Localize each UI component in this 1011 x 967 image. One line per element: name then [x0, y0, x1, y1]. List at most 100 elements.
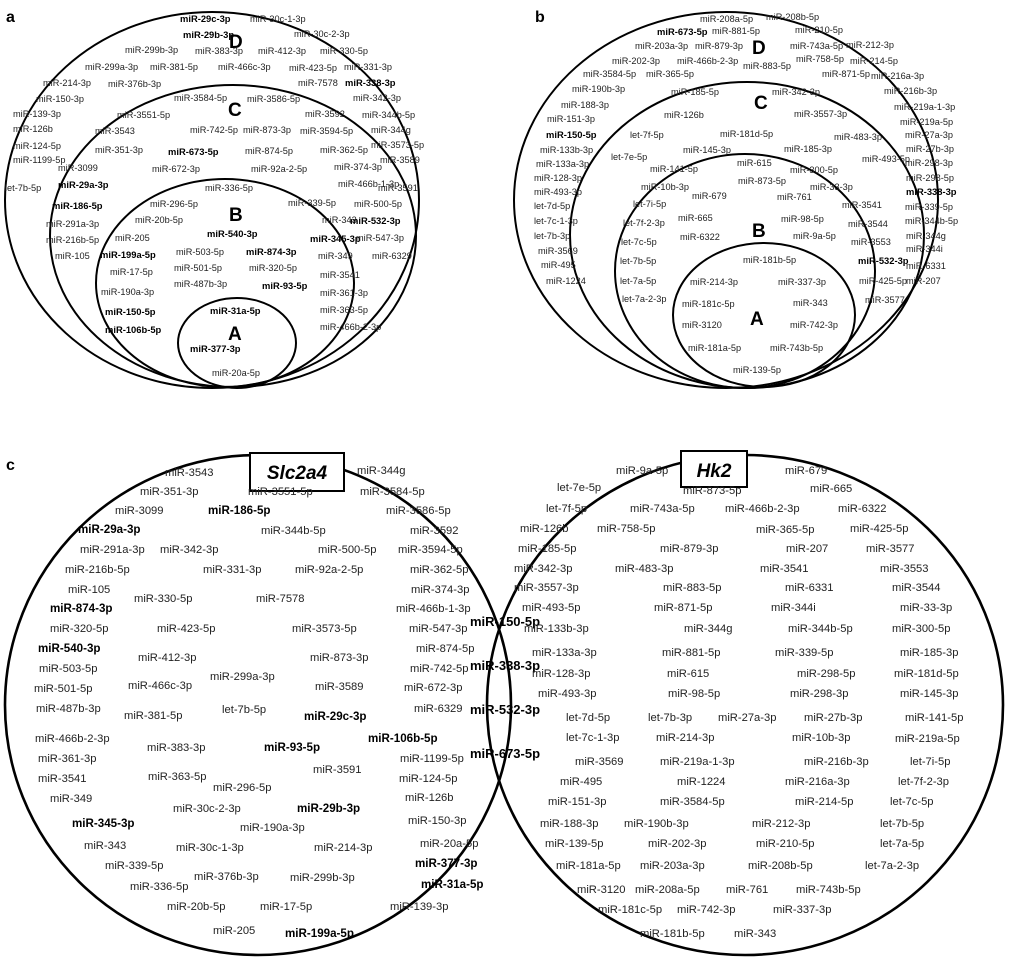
panel-b-mirna-label: let-7f-5p	[630, 130, 664, 140]
panel-c-mirna-label: miR-139-3p	[390, 901, 448, 913]
panel-b-mirna-label: miR-181c-5p	[682, 299, 735, 309]
panel-c-mirna-label: miR-351-3p	[140, 486, 198, 498]
panel-a-mirna-label: miR-186-5p	[52, 200, 103, 211]
panel-b-mirna-label: miR-207	[906, 276, 941, 286]
panel-a-mirna-label: miR-299b-3p	[125, 45, 178, 55]
panel-b-mirna-label: miR-344i	[906, 244, 943, 254]
panel-b-mirna-label: miR-493-3p	[534, 187, 582, 197]
panel-b-mirna-label: miR-425-5p	[859, 276, 907, 286]
panel-a-mirna-label: miR-874-3p	[246, 246, 297, 257]
panel-a-mirna-label: miR-214-3p	[43, 78, 91, 88]
panel-b-mirna-label: miR-3120	[682, 320, 722, 330]
panel-c-mirna-label: miR-3099	[115, 505, 164, 517]
panel-c-mirna-label: miR-219a-5p	[895, 733, 960, 745]
panel-a-ring-d	[4, 11, 420, 389]
panel-c-venn-diagram: c Slc2a4 Hk2 miR-150-5pmiR-338-3pmiR-532…	[3, 450, 1005, 957]
panel-b-ring-d	[513, 11, 939, 389]
panel-b-zone-b-label: B	[752, 221, 766, 242]
panel-b-mirna-label: miR-881-5p	[712, 26, 760, 36]
panel-c-mirna-label: let-7f-5p	[546, 503, 587, 515]
panel-b-mirna-label: let-7c-1-3p	[534, 216, 578, 226]
panel-a-mirna-label: miR-291a-3p	[46, 219, 99, 229]
panel-c-mirna-label: miR-883-5p	[663, 582, 721, 594]
panel-a-mirna-label: miR-29a-3p	[58, 179, 109, 190]
panel-a-mirna-label: miR-296-5p	[150, 199, 198, 209]
panel-c-mirna-label: miR-299b-3p	[290, 872, 355, 884]
panel-a-mirna-label: miR-139-3p	[13, 109, 61, 119]
panel-b-mirna-label: miR-673-5p	[657, 26, 708, 37]
panel-c-mirna-label: miR-126b	[520, 523, 569, 535]
panel-b-mirna-label: miR-344b-5p	[905, 216, 958, 226]
intersection-mirna-label: miR-150-5p	[470, 614, 540, 629]
panel-c-mirna-label: miR-672-3p	[404, 682, 462, 694]
panel-b-ring-a	[672, 242, 856, 388]
panel-c-mirna-label: miR-3577	[866, 543, 915, 555]
panel-a-mirna-label: miR-6329	[372, 251, 412, 261]
panel-c-mirna-label: miR-487b-3p	[36, 703, 101, 715]
panel-b-mirna-label: let-7e-5p	[611, 152, 647, 162]
panel-c-mirna-label: miR-133a-3p	[532, 647, 597, 659]
panel-b-mirna-label: miR-339-5p	[905, 202, 953, 212]
panel-c-mirna-label: miR-331-3p	[203, 564, 261, 576]
panel-a-mirna-label: miR-3586-5p	[247, 94, 300, 104]
panel-a-mirna-label: miR-330-5p	[320, 46, 368, 56]
panel-a-mirna-label: miR-376b-3p	[108, 79, 161, 89]
panel-b-mirna-label: miR-27b-3p	[906, 144, 954, 154]
panel-c-mirna-label: miR-296-5p	[213, 782, 271, 794]
panel-c-mirna-label: miR-93-5p	[264, 741, 320, 754]
intersection-mirna-label: miR-338-3p	[470, 658, 540, 673]
panel-a-mirna-label: miR-351-3p	[95, 145, 143, 155]
panel-b-zone-a-label: A	[750, 309, 764, 330]
panel-a-mirna-label: miR-742-5p	[190, 125, 238, 135]
panel-b-mirna-label: miR-212-3p	[846, 40, 894, 50]
panel-c-mirna-label: miR-216b-5p	[65, 564, 130, 576]
panel-a-mirna-label: miR-466b-2-3p	[320, 322, 381, 332]
panel-c-mirna-label: miR-330-5p	[134, 593, 192, 605]
panel-c-mirna-label: miR-181c-5p	[598, 904, 662, 916]
panel-c-mirna-label: miR-343	[84, 840, 126, 852]
panel-c-mirna-label: miR-181d-5p	[894, 668, 959, 680]
panel-b-mirna-label: miR-3584-5p	[583, 69, 636, 79]
panel-b-mirna-label: miR-3557-3p	[794, 109, 847, 119]
panel-c-mirna-label: miR-214-5p	[795, 796, 853, 808]
panel-c-mirna-label: miR-342-3p	[160, 544, 218, 556]
panel-a-mirna-label: miR-345-3p	[310, 233, 361, 244]
panel-c-mirna-label: miR-874-5p	[416, 643, 474, 655]
panel-b-mirna-label: miR-210-5p	[795, 25, 843, 35]
panel-a-mirna-label: miR-31a-5p	[210, 305, 261, 316]
panel-a-mirna-label: miR-3541	[320, 270, 360, 280]
panel-c-mirna-label: miR-9a-5p	[616, 465, 668, 477]
panel-b-mirna-label: let-7d-5p	[534, 201, 570, 211]
panel-c-mirna-label: miR-1199-5p	[400, 753, 464, 765]
panel-c-mirna-label: miR-219a-1-3p	[660, 756, 735, 768]
panel-a-mirna-label: miR-362-5p	[320, 145, 368, 155]
panel-c-mirna-label: miR-3120	[577, 884, 626, 896]
panel-c-mirna-label: miR-344g	[357, 465, 406, 477]
panel-a-mirna-label: miR-7578	[298, 78, 338, 88]
panel-b-mirna-label: miR-98-5p	[781, 214, 824, 224]
panel-a-mirna-label: miR-338-3p	[345, 77, 396, 88]
panel-a-mirna-label: miR-106b-5p	[105, 324, 162, 335]
panel-b-mirna-label: miR-139-5p	[733, 365, 781, 375]
panel-b-mirna-label: let-7i-5p	[633, 199, 666, 209]
panel-b-mirna-label: miR-203a-3p	[635, 41, 688, 51]
panel-b-mirna-label: miR-873-5p	[738, 176, 786, 186]
panel-a-mirna-label: miR-423-5p	[289, 63, 337, 73]
panel-a-mirna-label: miR-299a-3p	[85, 62, 138, 72]
panel-c-mirna-label: let-7i-5p	[910, 756, 950, 768]
panel-c-mirna-label: miR-139-5p	[545, 838, 603, 850]
panel-c-mirna-label: let-7d-5p	[566, 712, 610, 724]
panel-c-mirna-label: miR-190a-3p	[240, 822, 305, 834]
panel-c-mirna-label: miR-3569	[575, 756, 624, 768]
panel-a-mirna-label: miR-3099	[58, 163, 98, 173]
panel-c-mirna-label: miR-679	[785, 465, 827, 477]
panel-c-mirna-label: miR-29a-3p	[78, 523, 141, 536]
panel-c-mirna-label: miR-339-5p	[105, 860, 163, 872]
panel-b-mirna-label: miR-208b-5p	[766, 12, 819, 22]
panel-c-mirna-label: miR-425-5p	[850, 523, 908, 535]
panel-c-mirna-label: miR-6331	[785, 582, 834, 594]
panel-c-mirna-label: miR-212-3p	[752, 818, 810, 830]
